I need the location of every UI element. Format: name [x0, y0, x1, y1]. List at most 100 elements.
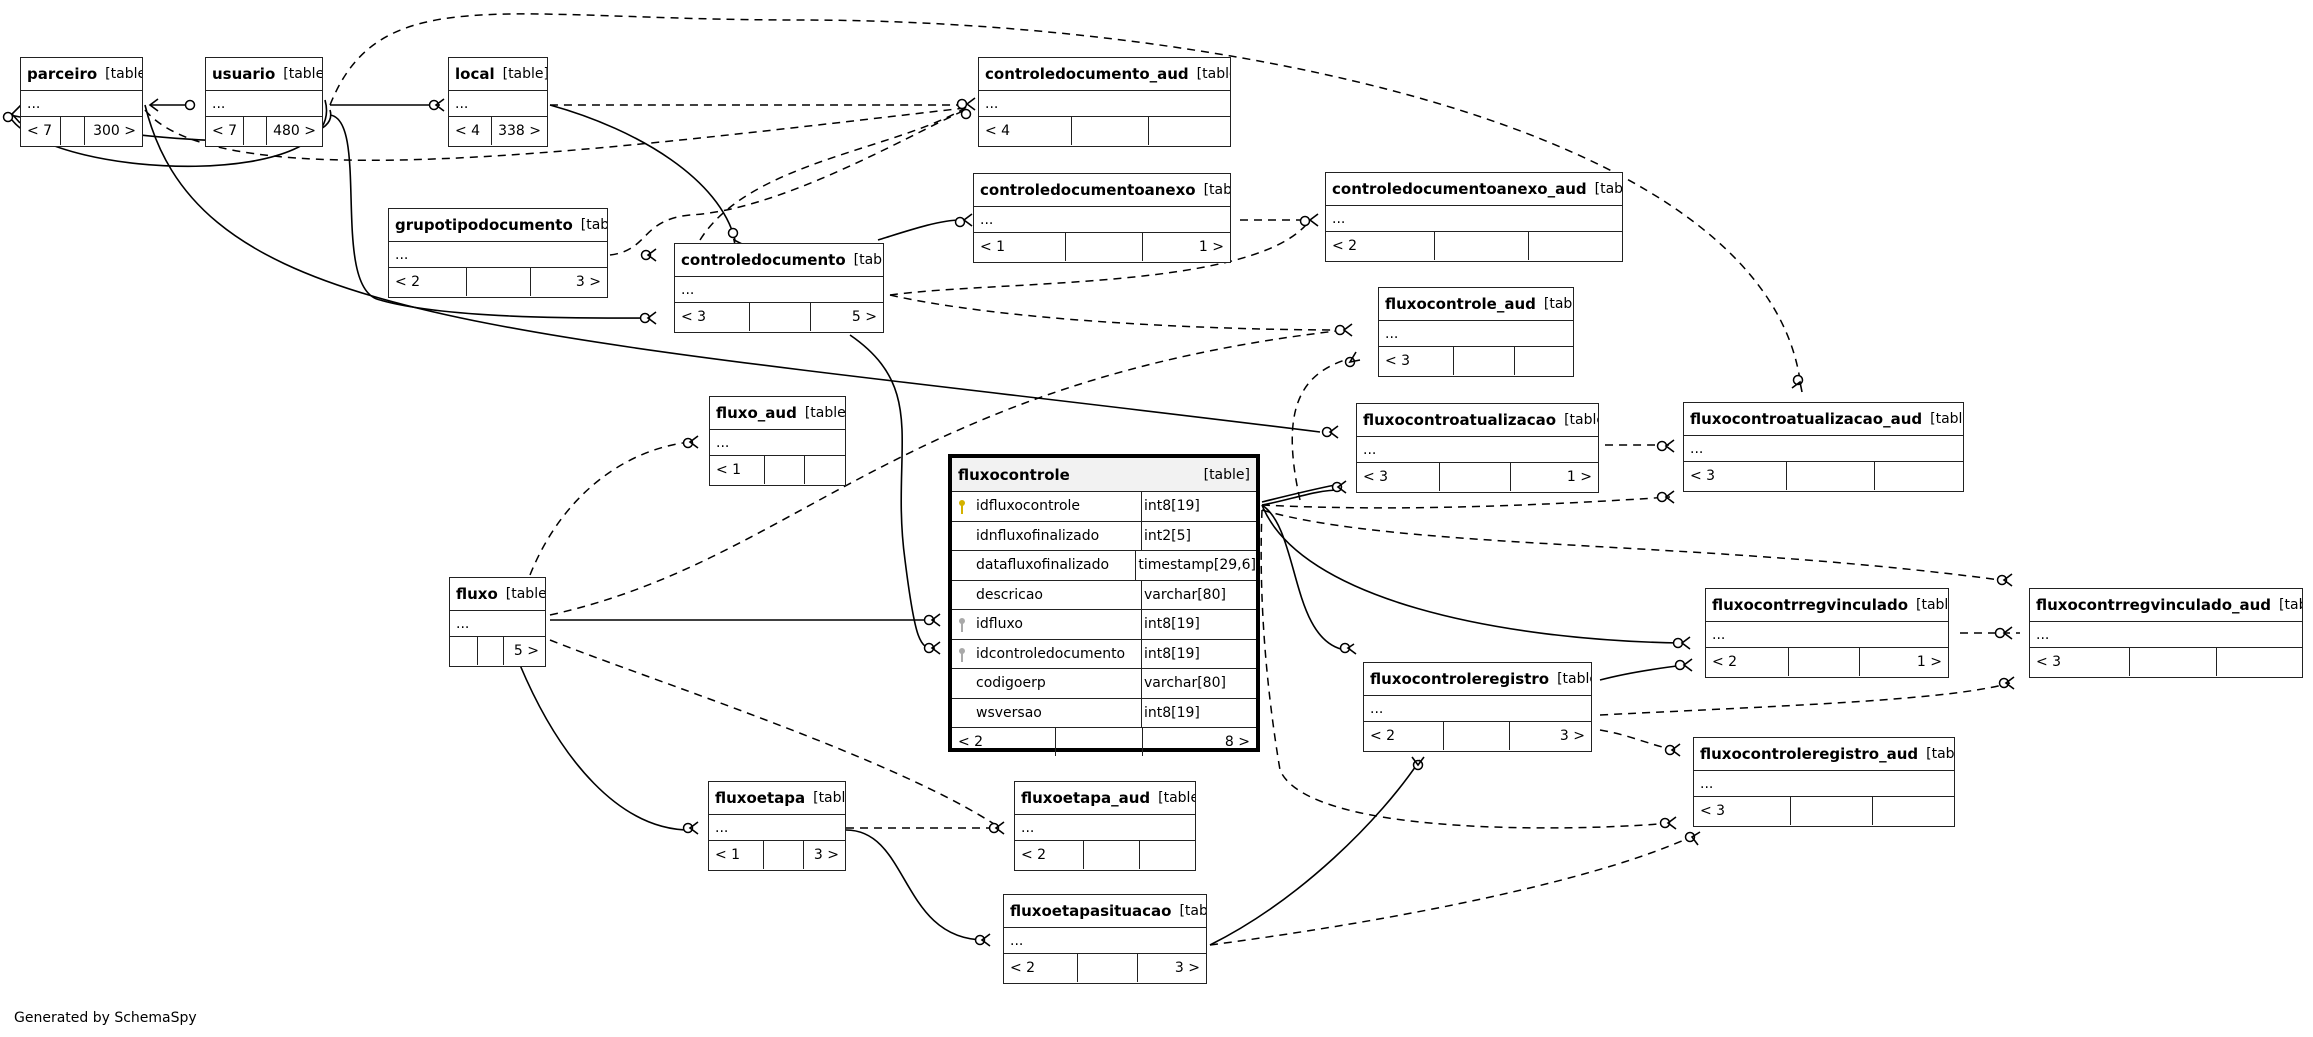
- children-count[interactable]: 300 >: [93, 123, 136, 139]
- parents-count[interactable]: < 2: [1004, 954, 1078, 982]
- parents-count[interactable]: < 7: [21, 117, 61, 145]
- table-row: ...: [710, 430, 845, 456]
- column-type: int8[19]: [1144, 704, 1200, 721]
- table-fluxoetapasituacao[interactable]: fluxoetapasituacao[table] ... < 23 >: [1003, 894, 1207, 984]
- table-fluxoetapa[interactable]: fluxoetapa[table] ... < 13 >: [708, 781, 846, 871]
- primary-key-icon: [959, 500, 965, 514]
- table-grupotipodocumento[interactable]: grupotipodocumento[table] ... < 23 >: [388, 208, 608, 298]
- parents-count[interactable]: < 1: [974, 233, 1066, 261]
- table-name: fluxo: [456, 585, 498, 603]
- rel-controledocumento-fluxocontrole: [849, 334, 936, 650]
- footer-cell: [1515, 347, 1573, 375]
- table-fluxo_aud[interactable]: fluxo_aud[table] ... < 1: [709, 396, 846, 486]
- children-count[interactable]: 1 >: [1566, 469, 1592, 485]
- table-name: fluxoetapa: [715, 789, 806, 807]
- table-fluxocontroleregistro[interactable]: fluxocontroleregistro[table] ... < 23 >: [1363, 662, 1592, 752]
- children-count[interactable]: 5 >: [851, 309, 877, 325]
- parents-count[interactable]: < 1: [710, 456, 765, 484]
- rel-fluxocontrole-registro: [1261, 504, 1346, 651]
- table-controledocumentoanexo_aud[interactable]: controledocumentoanexo_aud[table] ... < …: [1325, 172, 1623, 262]
- column-type: int8[19]: [1144, 645, 1200, 662]
- table-tag: [table]: [1158, 790, 1195, 806]
- parents-count[interactable]: < 4: [979, 117, 1072, 145]
- table-tag: [table]: [283, 66, 322, 82]
- table-fluxocontrregvinculado_aud[interactable]: fluxocontrregvinculado_aud[table] ... < …: [2029, 588, 2303, 678]
- footer-cell: [2217, 648, 2302, 676]
- table-fluxoetapa_aud[interactable]: fluxoetapa_aud[table] ... < 2: [1014, 781, 1196, 871]
- table-fluxocontrole_aud[interactable]: fluxocontrole_aud[table] ... < 3: [1378, 287, 1574, 377]
- rel-fluxoetapa-situacao: [845, 829, 986, 941]
- table-fluxocontroleregistro_aud[interactable]: fluxocontroleregistro_aud[table] ... < 3: [1693, 737, 1955, 827]
- table-fluxocontrregvinculado[interactable]: fluxocontrregvinculado[table] ... < 21 >: [1705, 588, 1949, 678]
- children-count[interactable]: 480 >: [273, 123, 316, 139]
- parents-count[interactable]: < 3: [1357, 463, 1440, 491]
- rel-registro-regvinculado: [1599, 664, 1686, 681]
- parents-count[interactable]: < 2: [1706, 648, 1789, 676]
- parents-count[interactable]: < 1: [709, 841, 764, 869]
- children-count[interactable]: 1 >: [1198, 239, 1224, 255]
- table-row: ...: [2030, 622, 2302, 648]
- parents-count[interactable]: < 3: [2030, 648, 2130, 676]
- parents-count[interactable]: < 3: [1684, 462, 1787, 490]
- footer-cell: [1140, 841, 1195, 869]
- children-count[interactable]: 3 >: [1174, 960, 1200, 976]
- table-fluxo[interactable]: fluxo[table] ... 5 >: [449, 577, 546, 667]
- table-row: ...: [1684, 436, 1963, 462]
- column-name: codigoerp: [976, 675, 1046, 692]
- parents-count[interactable]: < 2: [1015, 841, 1084, 869]
- column-type: timestamp[29,6]: [1138, 557, 1256, 574]
- table-fluxocontroatualizacao[interactable]: fluxocontroatualizacao[table] ... < 31 >: [1356, 403, 1599, 493]
- parents-count[interactable]: < 4: [449, 117, 493, 145]
- footer-cell: [1084, 841, 1140, 869]
- children-count[interactable]: 5 >: [513, 643, 539, 659]
- table-controledocumento[interactable]: controledocumento[table] ... < 35 >: [674, 243, 884, 333]
- table-row: ...: [1326, 206, 1622, 232]
- footer-cell: [1072, 117, 1149, 145]
- table-controledocumento_aud[interactable]: controledocumento_aud[table] ... < 4: [978, 57, 1231, 147]
- rel-aud-parceiro: [144, 107, 966, 162]
- parents-count[interactable]: < 2: [389, 268, 467, 296]
- parents-count[interactable]: < 2: [1364, 722, 1444, 750]
- footer-cell: [1440, 463, 1511, 491]
- table-row: ...: [21, 91, 142, 117]
- children-count[interactable]: 8 >: [1224, 734, 1250, 750]
- footer-cell: [1444, 722, 1510, 750]
- parents-count[interactable]: < 3: [1694, 797, 1791, 825]
- children-count[interactable]: 3 >: [1559, 728, 1585, 744]
- table-name: controledocumentoanexo: [980, 181, 1196, 199]
- table-name: controledocumento: [681, 251, 846, 269]
- children-count[interactable]: 3 >: [813, 847, 839, 863]
- table-tag: [table]: [1196, 66, 1230, 82]
- footer-cell: [1149, 117, 1230, 145]
- footer-cell: [244, 117, 268, 145]
- table-controledocumentoanexo[interactable]: controledocumentoanexo[table] ... < 11 >: [973, 173, 1231, 263]
- parents-count[interactable]: < 3: [1379, 347, 1454, 375]
- children-count[interactable]: 338 >: [498, 123, 541, 139]
- parents-count[interactable]: < 7: [206, 117, 244, 145]
- parents-count[interactable]: < 2: [952, 728, 1056, 756]
- footer-cell: [805, 456, 845, 484]
- table-tag: [table]: [853, 252, 883, 268]
- footer-cell: [61, 117, 85, 145]
- table-name: grupotipodocumento: [395, 216, 573, 234]
- table-fluxocontroatualizacao_aud[interactable]: fluxocontroatualizacao_aud[table] ... < …: [1683, 402, 1964, 492]
- parents-count[interactable]: < 2: [1326, 232, 1435, 260]
- children-count[interactable]: 3 >: [575, 274, 601, 290]
- foreign-key-icon: [959, 647, 965, 662]
- table-name: fluxoetapasituacao: [1010, 902, 1172, 920]
- table-row: ...: [1379, 321, 1573, 347]
- children-count[interactable]: 1 >: [1916, 654, 1942, 670]
- table-tag: [table]: [2279, 597, 2302, 613]
- rel-fluxo-fluxoetapaaud: [549, 639, 1001, 829]
- parents-count[interactable]: < 3: [675, 303, 750, 331]
